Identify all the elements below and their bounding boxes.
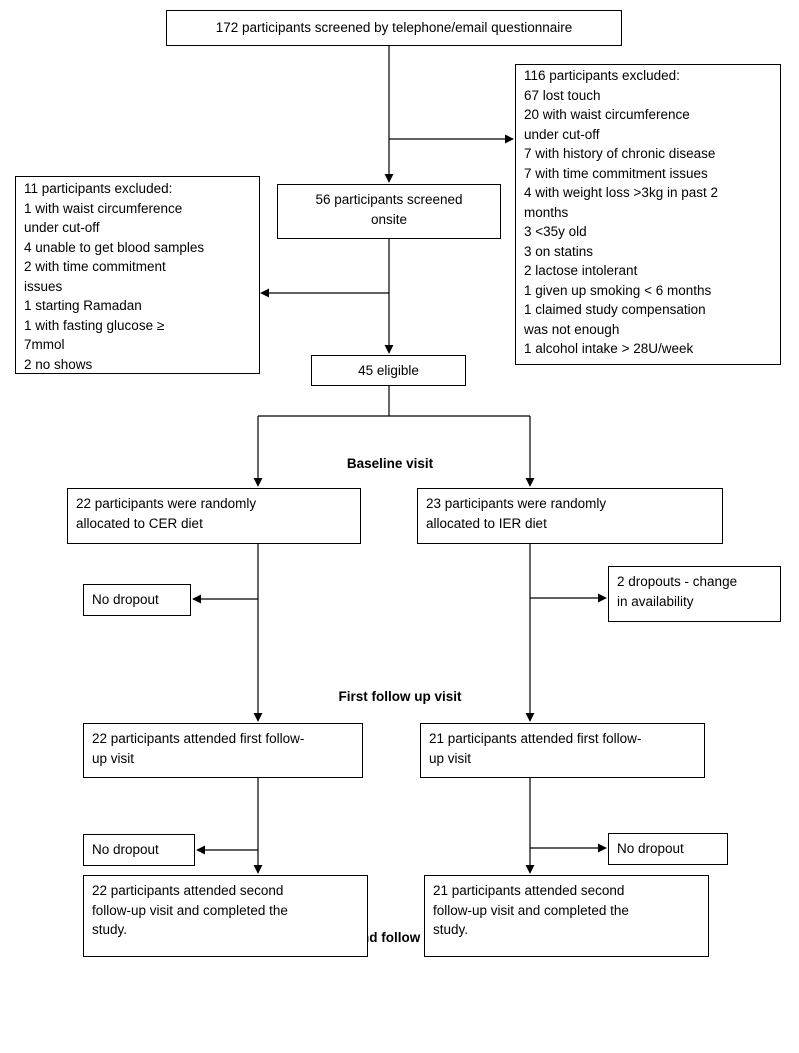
ier-followup-1-box: 21 participants attended first follow- u… — [420, 723, 705, 778]
ier-followup-1-line: up visit — [429, 750, 472, 766]
ier-followup-2-line: 21 participants attended second — [433, 883, 625, 898]
excluded-11-line: 4 unable to get blood samples — [24, 239, 205, 255]
ier-dropout-1-line: in availability — [617, 593, 694, 609]
excluded-116-line: was not enough — [524, 321, 620, 337]
excluded-116-line: 4 with weight loss >3kg in past 2 — [524, 185, 718, 200]
cer-followup-1-line: up visit — [92, 750, 135, 766]
cer-dropout-1-box: No dropout — [83, 584, 191, 616]
cer-dropout-2-box: No dropout — [83, 834, 195, 866]
ier-followup-1-line: 21 participants attended first follow- — [429, 731, 642, 746]
ier-followup-2-line: study. — [433, 922, 469, 937]
ier-dropout-1-line: 2 dropouts - change — [617, 574, 738, 589]
cer-followup-1-box: 22 participants attended first follow- u… — [83, 723, 363, 778]
ier-alloc-line: 23 participants were randomly — [426, 496, 607, 511]
cer-followup-2-box: 22 participants attended second follow-u… — [83, 875, 368, 957]
cer-alloc-line: 22 participants were randomly — [76, 496, 257, 511]
ier-dropout-1-box: 2 dropouts - change in availability — [608, 566, 781, 622]
screened-phone-box: 172 participants screened by telephone/e… — [166, 10, 622, 46]
excluded-11-line: 11 participants excluded: — [24, 181, 173, 196]
excluded-116-line: 20 with waist circumference — [524, 107, 690, 122]
screened-phone-text: 172 participants screened by telephone/e… — [215, 20, 573, 35]
cer-alloc-line: allocated to CER diet — [76, 515, 203, 531]
ier-followup-2-box: 21 participants attended second follow-u… — [424, 875, 709, 957]
excluded-116-line: 1 claimed study compensation — [524, 302, 706, 317]
excluded-116-line: 116 participants excluded: — [524, 68, 680, 83]
eligible-text: 45 eligible — [358, 363, 419, 378]
cer-dropout-1-text: No dropout — [92, 592, 159, 607]
cer-followup-2-line: 22 participants attended second — [92, 883, 284, 898]
excluded-116-line: under cut-off — [524, 126, 600, 142]
screened-onsite-line: onsite — [370, 211, 408, 227]
ier-alloc-line: allocated to IER diet — [426, 515, 547, 531]
excluded-116-line: 7 with time commitment issues — [524, 165, 708, 181]
stage-first-followup: First follow up visit — [338, 689, 462, 704]
excluded-11-line: issues — [24, 278, 63, 294]
cer-alloc-box: 22 participants were randomly allocated … — [67, 488, 361, 544]
excluded-11-line: 1 starting Ramadan — [24, 298, 142, 313]
excluded-116-line: 7 with history of chronic disease — [524, 146, 716, 161]
excluded-11-box: 11 participants excluded: 1 with waist c… — [15, 176, 260, 374]
ier-dropout-2-box: No dropout — [608, 833, 728, 865]
ier-alloc-box: 23 participants were randomly allocated … — [417, 488, 723, 544]
ier-followup-2-line: follow-up visit and completed the — [433, 902, 629, 918]
excluded-11-line: 1 with waist circumference — [24, 200, 183, 216]
excluded-11-line: 7mmol — [24, 337, 65, 352]
cer-followup-2-line: study. — [92, 922, 128, 937]
cer-followup-2-line: follow-up visit and completed the — [92, 902, 288, 918]
excluded-116-line: months — [524, 204, 569, 220]
excluded-116-line: 1 alcohol intake > 28U/week — [524, 341, 694, 356]
excluded-11-line: 2 with time commitment — [24, 259, 166, 274]
excluded-116-line: 3 on statins — [524, 243, 594, 259]
cer-dropout-2-text: No dropout — [92, 842, 159, 857]
excluded-116-line: 67 lost touch — [524, 87, 601, 103]
excluded-11-line: 1 with fasting glucose ≥ — [24, 317, 165, 333]
excluded-116-box: 116 participants excluded: 67 lost touch… — [515, 64, 781, 365]
eligible-box: 45 eligible — [311, 355, 466, 386]
excluded-116-line: 1 given up smoking < 6 months — [524, 282, 712, 298]
screened-onsite-line: 56 participants screened — [315, 192, 463, 207]
screened-onsite-box: 56 participants screened onsite — [277, 184, 501, 239]
cer-followup-1-line: 22 participants attended first follow- — [92, 731, 305, 746]
excluded-11-line: under cut-off — [24, 220, 100, 235]
excluded-116-line: 2 lactose intolerant — [524, 263, 638, 278]
excluded-11-line: 2 no shows — [24, 356, 93, 372]
stage-baseline: Baseline visit — [346, 456, 434, 471]
excluded-116-line: 3 <35y old — [524, 224, 587, 239]
ier-dropout-2-text: No dropout — [617, 841, 684, 856]
